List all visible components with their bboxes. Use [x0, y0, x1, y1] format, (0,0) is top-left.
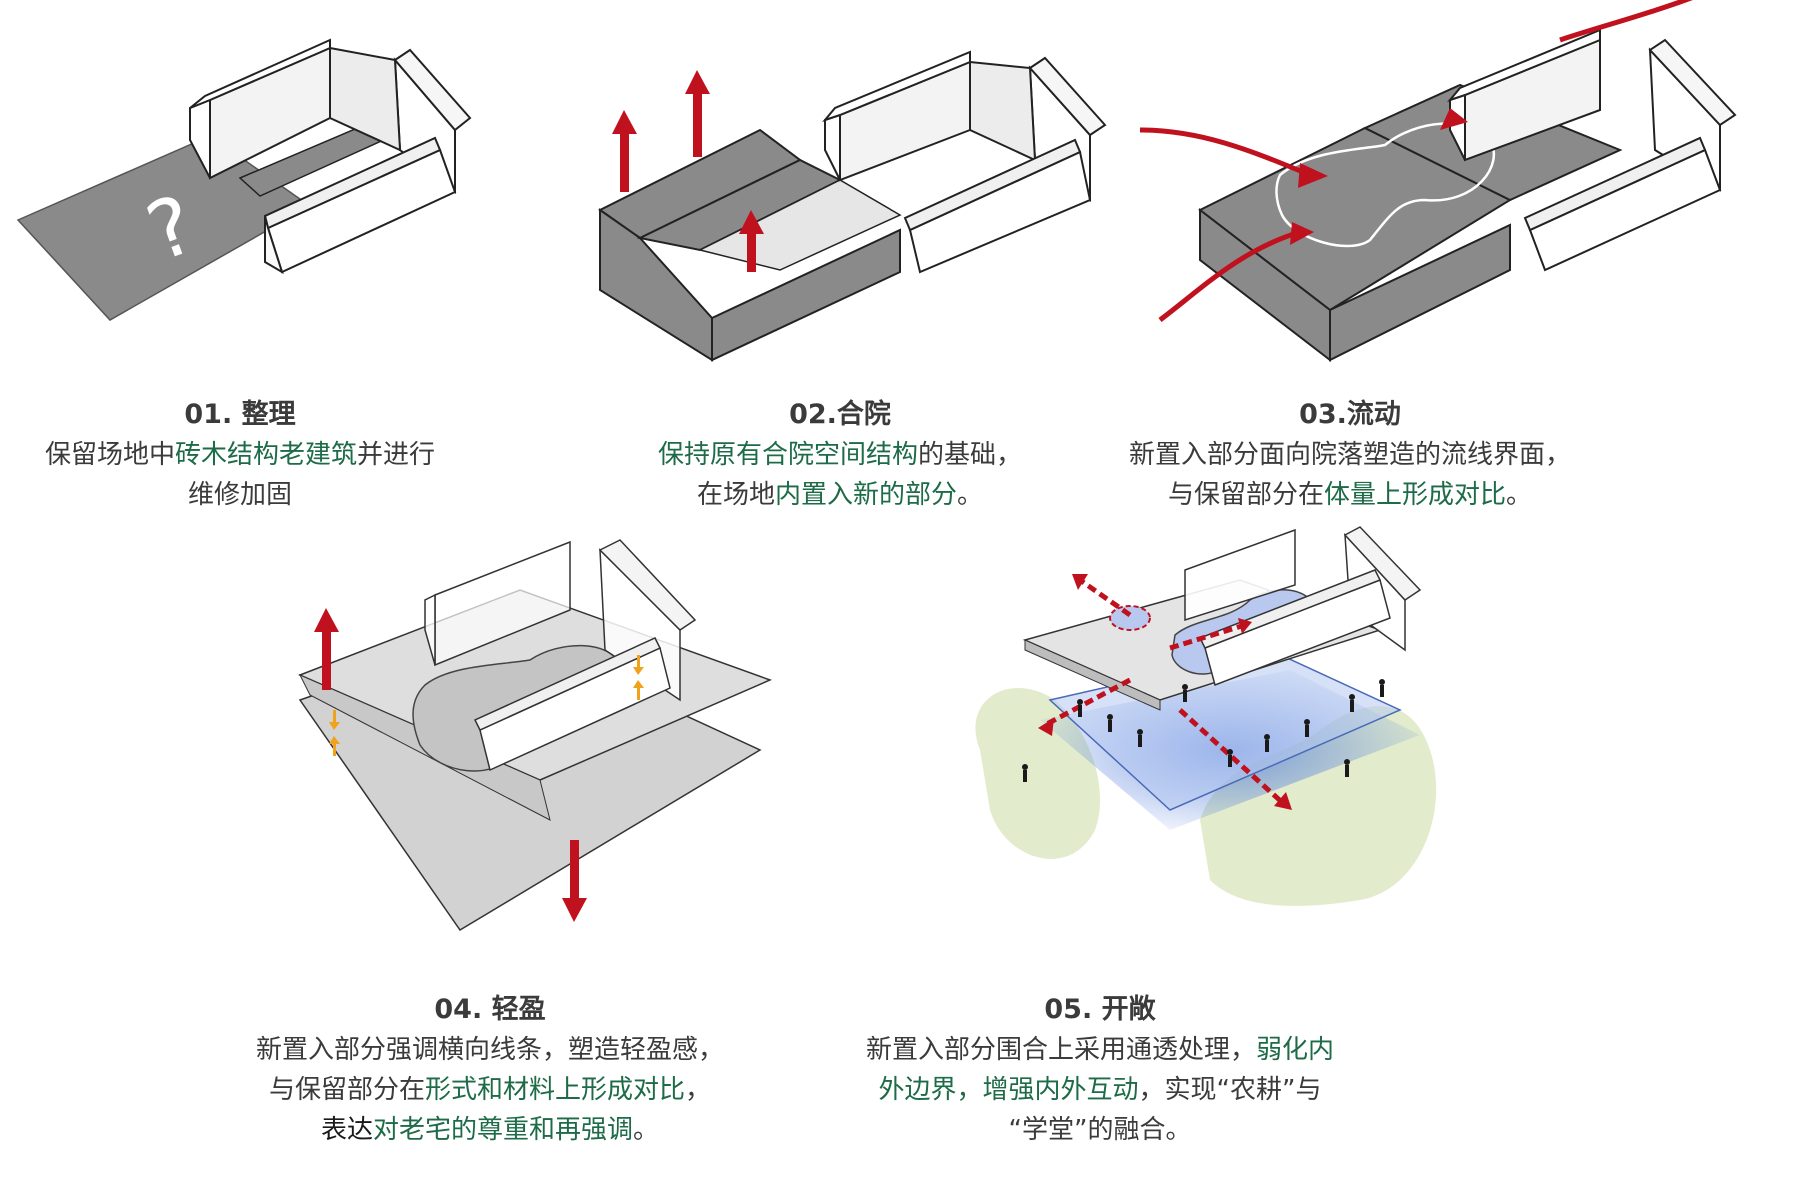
panel-3-line-1: 新置入部分面向院落塑造的流线界面，: [1128, 440, 1571, 470]
openness-arrow-icon: [1043, 577, 1287, 807]
panel-5-line-2: 外边界，增强内外互动，实现“农耕”与: [878, 1075, 1322, 1105]
panel-5-caption: 05. 开敞 新置入部分围合上采用通透处理，弱化内 外边界，增强内外互动，实现“…: [860, 990, 1340, 1150]
panel-3-svg: [1139, 0, 1737, 363]
courtyard-outline: [1275, 122, 1496, 248]
lift-arrow-icon: [314, 608, 587, 922]
panel-1-line-1: 保留场地中砖木结构老建筑并进行: [44, 440, 436, 470]
panel-2-line-2: 在场地内置入新的部分。: [696, 480, 984, 510]
panel-5-diagram: [960, 526, 1600, 980]
panel-2-svg: [598, 50, 1107, 362]
up-arrow-icon: [612, 70, 764, 272]
panel-2-caption: 02.合院 保持原有合院空间结构的基础， 在场地内置入新的部分。: [620, 395, 1060, 515]
panel-2-line-1: 保持原有合院空间结构的基础，: [657, 440, 1023, 470]
panel-5-line-1: 新置入部分围合上采用通透处理，弱化内: [865, 1035, 1335, 1065]
panel-4-line-2: 与保留部分在形式和材料上形成对比，: [268, 1075, 712, 1105]
panel-1-svg: ?: [16, 38, 472, 321]
panel-5-svg: [975, 526, 1437, 906]
panel-2-title: 02.合院: [789, 399, 891, 430]
panel-4-caption: 04. 轻盈 新置入部分强调横向线条，塑造轻盈感， 与保留部分在形式和材料上形成…: [250, 990, 730, 1150]
panel-1-line-2: 维修加固: [187, 480, 292, 510]
panel-3-diagram: [1139, 0, 1800, 400]
gap-arrow-icon: [329, 655, 644, 756]
people-icon: [1022, 679, 1385, 782]
panel-1-diagram: ?: [0, 0, 600, 400]
panel-4-title: 04. 轻盈: [434, 994, 546, 1025]
farmland-patch: [1200, 706, 1437, 906]
panel-1-title: 01. 整理: [184, 399, 296, 430]
flow-arrow-icon: [1139, 0, 1693, 322]
panel-3-line-2: 与保留部分在体量上形成对比。: [1167, 480, 1533, 510]
panel-2-diagram: [598, 0, 1200, 400]
panel-4-line-3: 表达对老宅的尊重和再强调。: [320, 1115, 660, 1145]
panel-5-line-3: “学堂”的融合。: [1008, 1115, 1192, 1145]
panel-4-svg: [298, 539, 773, 932]
panel-5-title: 05. 开敞: [1044, 994, 1156, 1025]
panel-3-caption: 03.流动 新置入部分面向院落塑造的流线界面， 与保留部分在体量上形成对比。: [1100, 395, 1600, 515]
panel-1-caption: 01. 整理 保留场地中砖木结构老建筑并进行 维修加固: [0, 395, 480, 515]
panel-4-line-1: 新置入部分强调横向线条，塑造轻盈感，: [255, 1035, 724, 1065]
panel-4-diagram: [298, 539, 900, 1010]
panel-3-title: 03.流动: [1299, 399, 1401, 430]
